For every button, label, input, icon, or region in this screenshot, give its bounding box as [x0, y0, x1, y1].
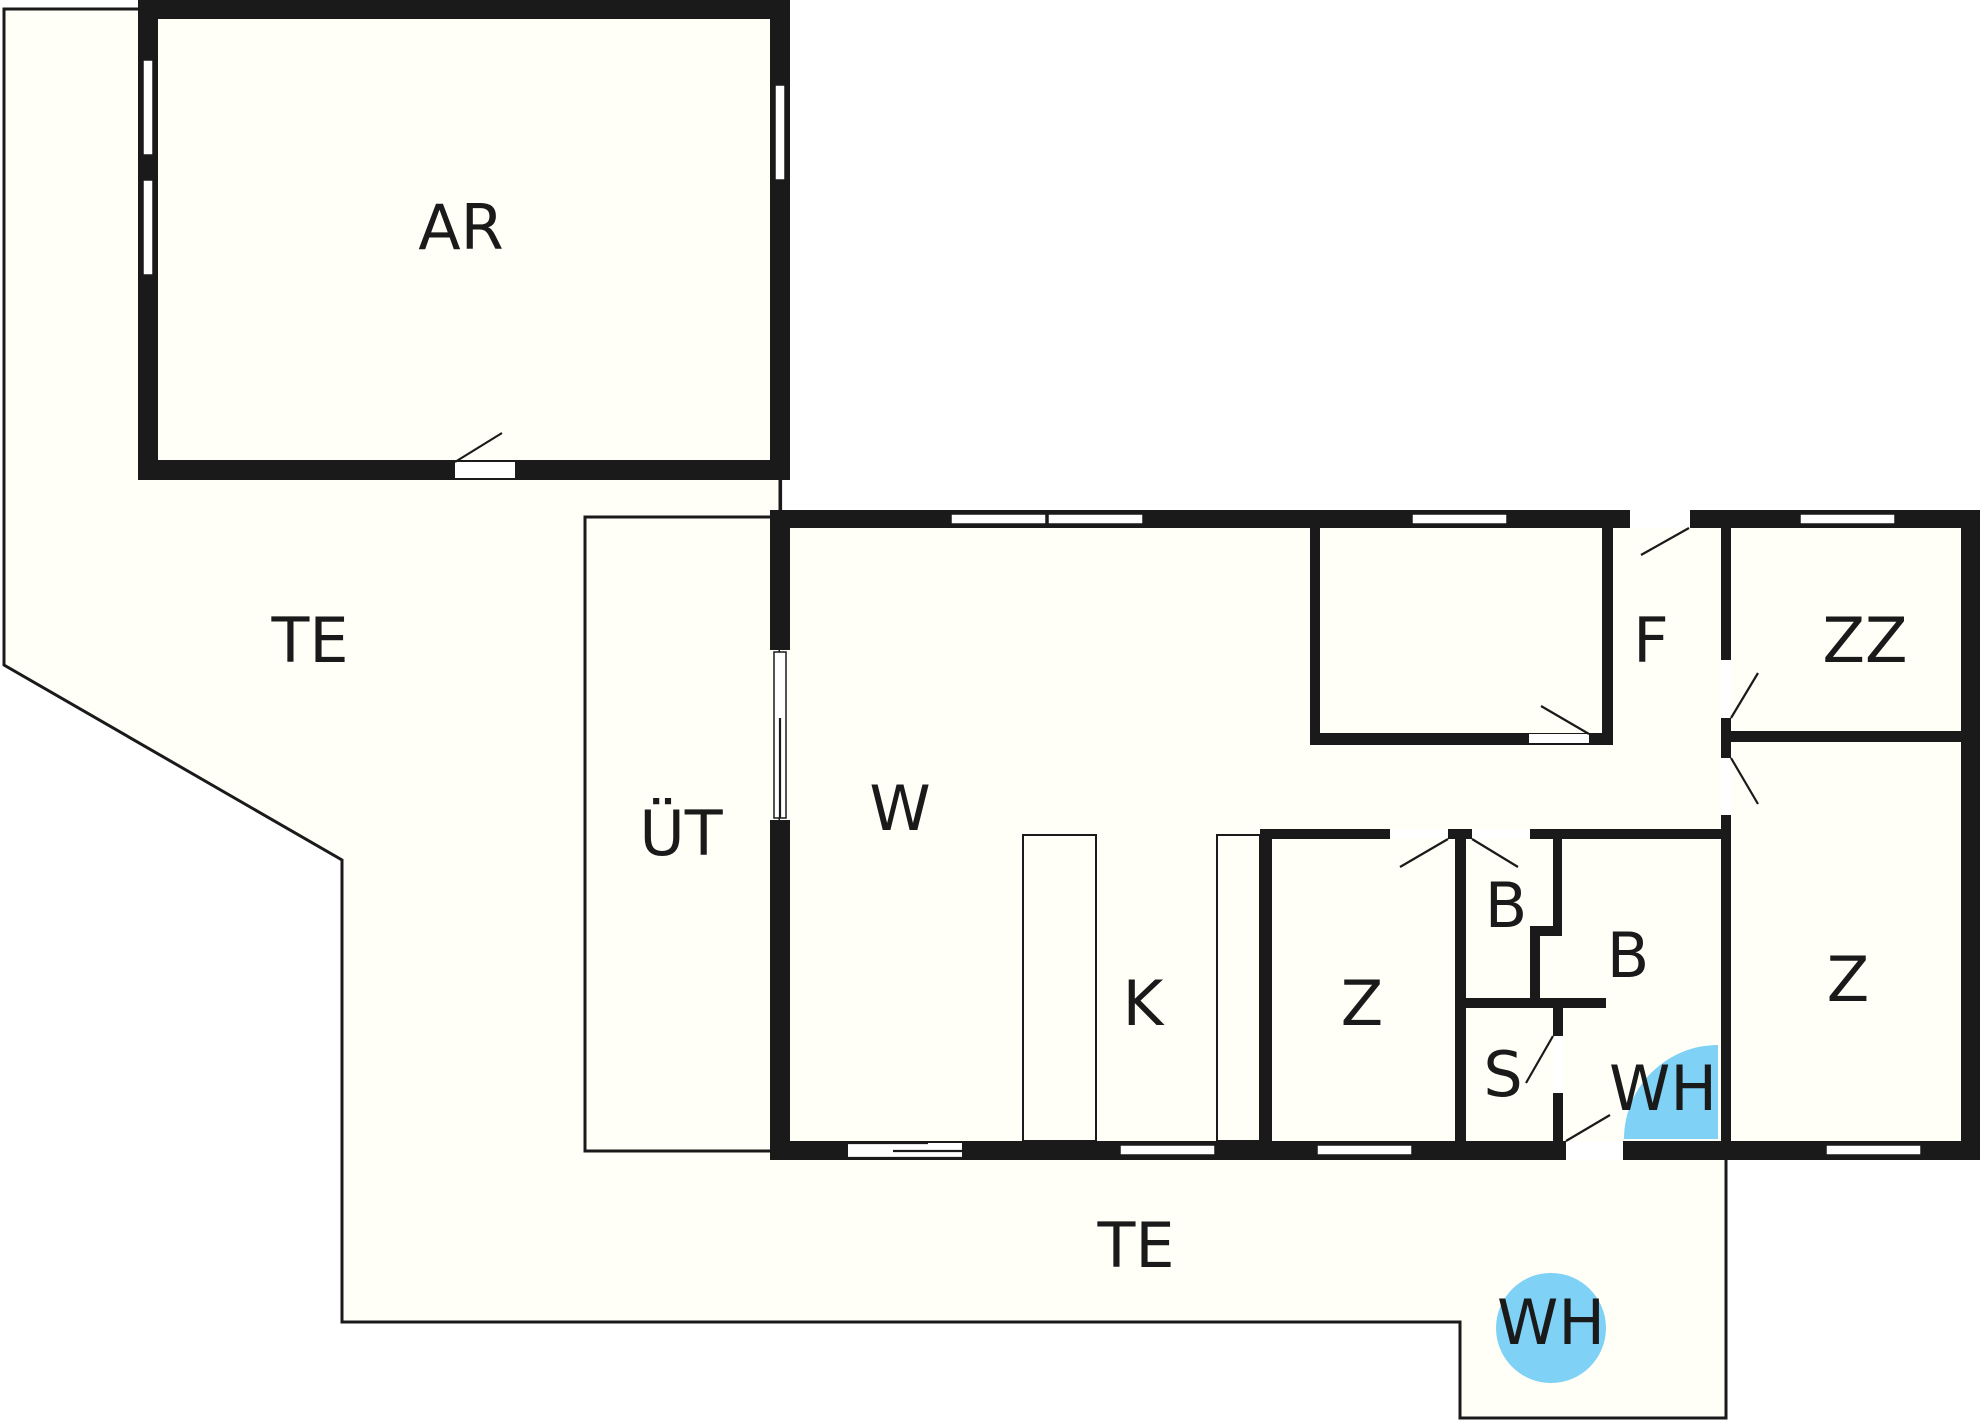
room-label-wh-bath: WH [1609, 1052, 1717, 1125]
z-door [1390, 829, 1448, 839]
entrance-door [1630, 510, 1690, 528]
room-label-ar: AR [418, 191, 504, 264]
zright-door [1721, 758, 1731, 815]
storage-door [1529, 734, 1589, 743]
room-label-b-large: B [1607, 919, 1650, 992]
bath-exterior-door [1566, 1141, 1623, 1160]
room-label-zz: ZZ [1823, 604, 1908, 677]
window-z-bottom [1316, 1144, 1413, 1156]
annex-window-left-1 [142, 59, 154, 156]
room-label-z-middle: Z [1341, 967, 1383, 1040]
b-small-door [1472, 829, 1530, 839]
room-label-te-lower: TE [1096, 1209, 1174, 1282]
window-w-top-1 [950, 513, 1047, 525]
kitchen-counter-right [1216, 834, 1261, 1142]
z-door-swing [1399, 838, 1449, 868]
kitchen-counter-left [1022, 834, 1097, 1142]
room-label-w: W [869, 772, 930, 845]
room-label-z-right: Z [1827, 943, 1869, 1016]
window-zright-bottom [1825, 1144, 1922, 1156]
room-label-k: K [1123, 967, 1165, 1040]
room-label-b-small: B [1485, 869, 1528, 942]
whirlpool-terrace [1496, 1273, 1606, 1383]
zright-door-swing [1730, 757, 1759, 805]
annex-window-left-2 [142, 179, 154, 276]
storage-door-swing [1540, 705, 1590, 735]
room-label-te-upper: TE [270, 604, 348, 677]
b-small-door-swing [1471, 838, 1519, 868]
zz-door [1721, 660, 1731, 718]
annex-window-right [774, 84, 786, 181]
whirlpool-bath [1624, 1045, 1718, 1139]
window-zz-top [1799, 513, 1896, 525]
window-w-top-2 [1047, 513, 1144, 525]
room-label-s: S [1483, 1038, 1522, 1111]
s-door-swing [1525, 1035, 1554, 1084]
veranda-area [583, 515, 782, 1153]
zz-door-swing [1730, 672, 1759, 719]
bath-exterior-door-swing [1565, 1114, 1611, 1142]
entrance-door-swing [1640, 527, 1690, 556]
room-label-wh-terrace: WH [1497, 1286, 1605, 1359]
window-storage-top [1411, 513, 1508, 525]
annex-floor [150, 9, 780, 478]
annex-door-swing [454, 432, 503, 463]
s-door [1553, 1036, 1563, 1093]
room-label-f: F [1633, 604, 1669, 677]
window-k-bottom [1119, 1144, 1216, 1156]
room-label-ut: ÜT [639, 797, 723, 870]
annex-door [455, 462, 515, 478]
